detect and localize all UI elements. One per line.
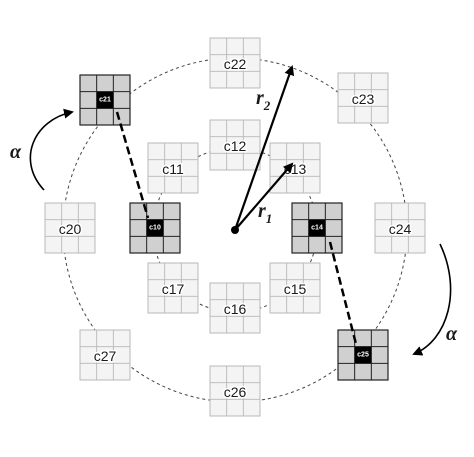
cell-grid-c27 — [79, 329, 131, 381]
cell-c16: c16 — [209, 282, 261, 334]
cell-label-c25: c25 — [357, 352, 369, 359]
cell-label-c14: c14 — [311, 225, 323, 232]
rotation-arrow-right — [412, 243, 452, 356]
cell-center-c21 — [96, 91, 114, 109]
cell-c12: c12 — [209, 119, 261, 171]
cells-layer: c10 c11 c12 c13 c14 c15 c16 c17 c20 c21 c22 c23 c24 c… — [44, 37, 426, 417]
cell-label-c26: c26 — [224, 384, 247, 400]
cell-grid-c12 — [209, 119, 261, 171]
r1-sub: 1 — [266, 211, 273, 226]
cell-c10: c10 — [129, 202, 181, 254]
cell-c15: c15 — [269, 262, 321, 314]
cell-label-c22: c22 — [224, 56, 247, 72]
rotation-arrow-left — [29, 108, 74, 191]
cell-label-c15: c15 — [284, 281, 307, 297]
r2-base: r — [256, 87, 264, 109]
cell-grid-c17 — [147, 262, 199, 314]
r2-label: r2 — [256, 87, 271, 113]
cell-c21: c21 — [79, 74, 131, 126]
cell-grid-c26 — [209, 365, 261, 417]
cell-label-c17: c17 — [162, 281, 185, 297]
cell-center-c25 — [354, 346, 372, 364]
cell-label-c20: c20 — [59, 221, 82, 237]
cell-c17: c17 — [147, 262, 199, 314]
cell-center-c10 — [146, 219, 164, 237]
cell-c14: c14 — [291, 202, 343, 254]
cell-c13: c13 — [269, 142, 321, 194]
cell-c26: c26 — [209, 365, 261, 417]
cell-grid-c16 — [209, 282, 261, 334]
cell-label-c16: c16 — [224, 301, 247, 317]
cell-c11: c11 — [147, 142, 199, 194]
cell-label-c23: c23 — [352, 91, 375, 107]
cell-label-c21: c21 — [99, 97, 111, 104]
cell-label-c24: c24 — [389, 221, 412, 237]
link-c21-c10 — [115, 111, 150, 219]
center-point — [231, 226, 239, 234]
cell-center-c14 — [308, 219, 326, 237]
r1-base: r — [258, 200, 266, 222]
cell-grid-c15 — [269, 262, 321, 314]
cell-c20: c20 — [44, 202, 96, 254]
cell-grid-c24 — [374, 202, 426, 254]
cell-grid-c13 — [269, 142, 321, 194]
link-c14-c25 — [328, 241, 358, 345]
cell-label-c12: c12 — [224, 138, 247, 154]
alpha-label-left: α — [10, 141, 22, 163]
r2-sub: 2 — [263, 98, 271, 113]
cell-c25: c25 — [337, 329, 389, 381]
cell-grid-c11 — [147, 142, 199, 194]
r1-label: r1 — [258, 200, 272, 226]
cell-c27: c27 — [79, 329, 131, 381]
cell-label-c10: c10 — [149, 225, 161, 232]
cell-label-c27: c27 — [94, 348, 117, 364]
alpha-label-right: α — [446, 323, 458, 345]
cell-c23: c23 — [337, 72, 389, 124]
radius-r2-arrow — [233, 65, 295, 231]
cell-grid-c20 — [44, 202, 96, 254]
cell-c22: c22 — [209, 37, 261, 89]
cell-grid-c22 — [209, 37, 261, 89]
cell-c24: c24 — [374, 202, 426, 254]
radius-r1-arrow — [234, 162, 294, 231]
cell-label-c11: c11 — [162, 161, 184, 177]
cell-grid-c23 — [337, 72, 389, 124]
